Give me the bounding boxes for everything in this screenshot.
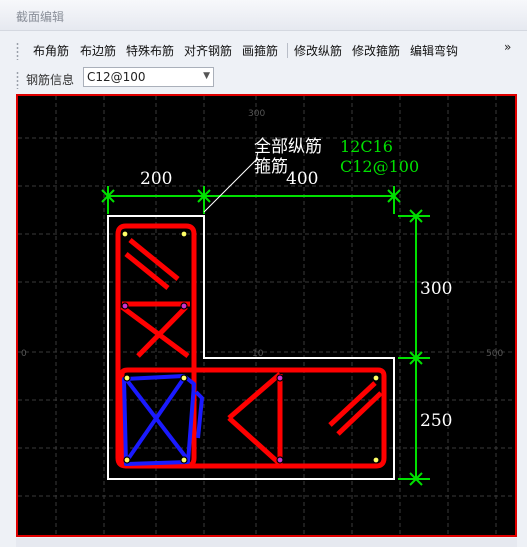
tie-diagonal [227, 416, 282, 466]
toolbar-grip-icon[interactable] [16, 71, 19, 89]
longitudinal-rebars [121, 230, 380, 464]
window-title: 截面编辑 [16, 10, 65, 24]
tie-diagonal [136, 305, 188, 358]
tie-loop [122, 374, 196, 466]
blue-ties [122, 374, 204, 466]
title-bar: 截面编辑 [0, 0, 527, 31]
rebar-dot [180, 374, 188, 382]
rebar-info-label: 钢筋信息 [26, 73, 75, 87]
grid-label-left: 0 [21, 349, 27, 359]
rebar-dot [121, 302, 129, 310]
tie-hook [128, 238, 180, 281]
rebar-info-bar: 钢筋信息 C12@100 ▼ [16, 67, 521, 91]
section-drawing: 300 0 10 500 [18, 96, 515, 535]
align-rebar-button[interactable]: 对齐钢筋 [184, 44, 233, 58]
dimension-top-left: 200 [140, 169, 172, 189]
toolbar-separator [287, 43, 288, 58]
rebar-dot [180, 230, 188, 238]
rebar-dot [180, 456, 188, 464]
annotation-all-longitudinal: 全部纵筋 [254, 137, 322, 157]
annotation-stirrup-spec: C12@100 [340, 157, 419, 176]
section-drawing-canvas[interactable]: 300 0 10 500 [16, 94, 517, 537]
rebar-dot [372, 374, 380, 382]
grid-label-center: 10 [252, 349, 264, 359]
rebar-dot [276, 456, 284, 464]
dimension-top-right: 400 [286, 169, 318, 189]
grid-label-top: 300 [248, 109, 265, 119]
rebar-dot [121, 230, 129, 238]
annotation-leader [203, 151, 259, 213]
stirrup-horizontal-leg [119, 367, 387, 469]
rebar-info-dropdown[interactable]: C12@100 ▼ [83, 67, 214, 87]
edge-rebar-button[interactable]: 布边筋 [80, 44, 117, 58]
tie-diagonal [120, 304, 190, 359]
rebar-dot [372, 456, 380, 464]
dimension-right-bottom: 250 [420, 411, 452, 431]
corner-rebar-button[interactable]: 布角筋 [33, 44, 70, 58]
stirrups [115, 223, 387, 469]
rebar-dot [276, 374, 284, 382]
tie-hook [336, 391, 383, 436]
modify-longitudinal-button[interactable]: 修改纵筋 [294, 44, 343, 58]
toolbar-grip-icon[interactable] [16, 42, 19, 60]
draw-stirrup-button[interactable]: 画箍筋 [242, 44, 279, 58]
tie-diagonal [227, 372, 282, 420]
toolbar: 布角筋 布边筋 特殊布筋 对齐钢筋 画箍筋 修改纵筋 修改箍筋 编辑弯钩 » [16, 38, 521, 64]
edit-hook-button[interactable]: 编辑弯钩 [410, 44, 459, 58]
section-outline [107, 215, 395, 480]
chevron-down-icon[interactable]: ▼ [203, 71, 210, 81]
grid-label-right: 500 [486, 349, 503, 359]
rebar-dot [123, 374, 131, 382]
tie-hook [328, 381, 377, 427]
tie-hook [124, 252, 170, 290]
annotation-stirrup: 箍筋 [254, 157, 288, 177]
dimension-lines [101, 186, 430, 486]
rebar-info-value: C12@100 [87, 70, 146, 84]
annotation-longitudinal-spec: 12C16 [340, 137, 393, 156]
toolbar-overflow-button[interactable]: » [504, 40, 512, 54]
modify-stirrup-button[interactable]: 修改箍筋 [352, 44, 401, 58]
dimension-right-top: 300 [420, 279, 452, 299]
special-rebar-button[interactable]: 特殊布筋 [126, 44, 175, 58]
tie-cross [124, 376, 186, 464]
rebar-dot [123, 456, 131, 464]
tie-hook [194, 390, 204, 439]
rebar-dot [180, 302, 188, 310]
background-grid [18, 96, 515, 535]
status-strip [16, 538, 517, 547]
